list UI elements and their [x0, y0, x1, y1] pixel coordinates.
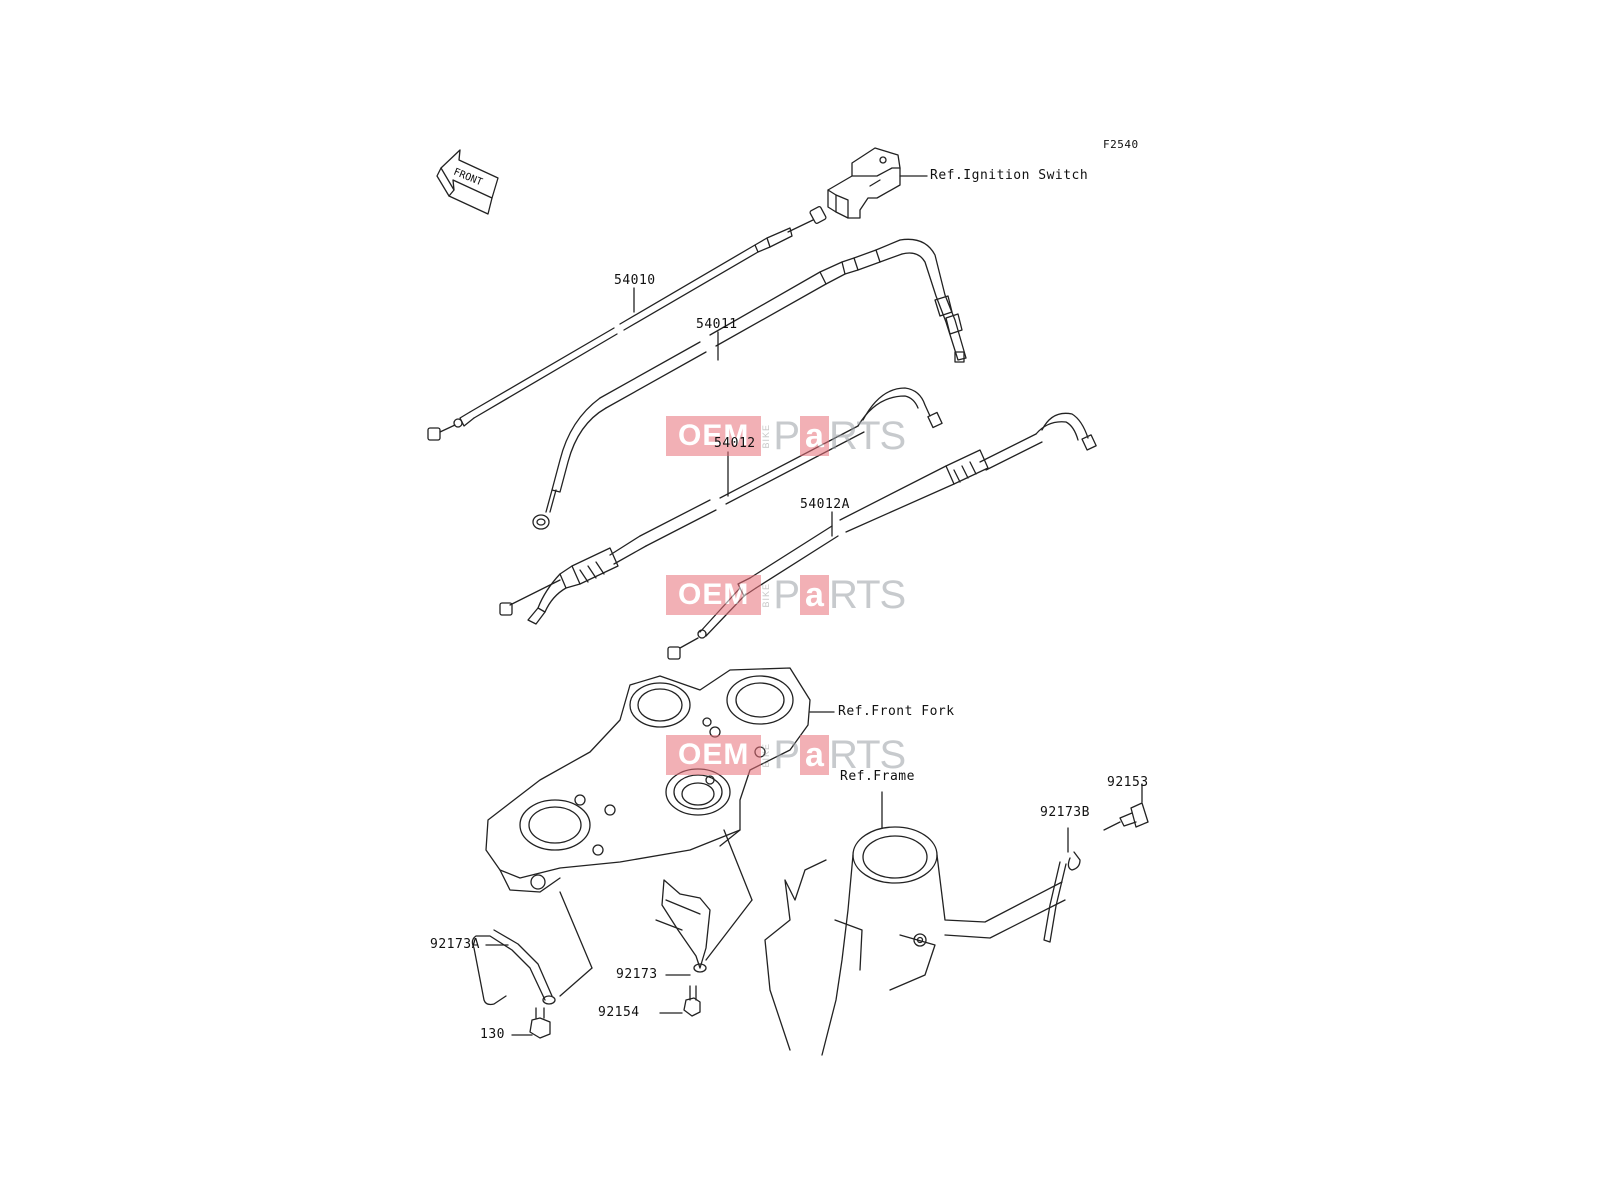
watermark-3: OEM BIKE P a RTS: [666, 735, 906, 775]
callout-54011: 54011: [696, 317, 738, 332]
callout-92153: 92153: [1107, 775, 1149, 790]
cable-54011: [532, 238, 967, 530]
cable-54010: [427, 206, 827, 441]
figure-code: F2540: [1103, 138, 1139, 151]
watermark-1: OEM BIKE P a RTS: [666, 416, 906, 456]
front-arrow-icon: FRONT: [436, 149, 499, 215]
clamp-92173: [655, 829, 753, 973]
callout-ref-front-fork: Ref.Front Fork: [838, 704, 955, 719]
clamp-92173b: [1043, 827, 1081, 943]
callout-92154: 92154: [598, 1005, 640, 1020]
watermark-2: OEM BIKE P a RTS: [666, 575, 906, 615]
frame-head-pipe: [764, 791, 1066, 1056]
callout-130: 130: [480, 1027, 505, 1042]
bolt-92153: [1103, 783, 1149, 831]
callout-92173a: 92173A: [430, 937, 480, 952]
callout-92173b: 92173B: [1040, 805, 1090, 820]
steering-stem-clamp: [485, 667, 835, 893]
bolt-92154: [683, 985, 701, 1017]
leader-lines: [485, 287, 833, 1036]
callout-92173: 92173: [616, 967, 658, 982]
callout-54010: 54010: [614, 273, 656, 288]
ignition-switch-bracket: [827, 147, 928, 219]
callout-ref-frame: Ref.Frame: [840, 769, 915, 784]
callout-54012: 54012: [714, 436, 756, 451]
callout-54012a: 54012A: [800, 497, 850, 512]
clamp-92173a: [471, 891, 593, 1006]
bolt-130: [529, 1007, 551, 1039]
callout-ref-ignition-switch: Ref.Ignition Switch: [930, 168, 1089, 183]
cable-54012: [499, 387, 943, 625]
